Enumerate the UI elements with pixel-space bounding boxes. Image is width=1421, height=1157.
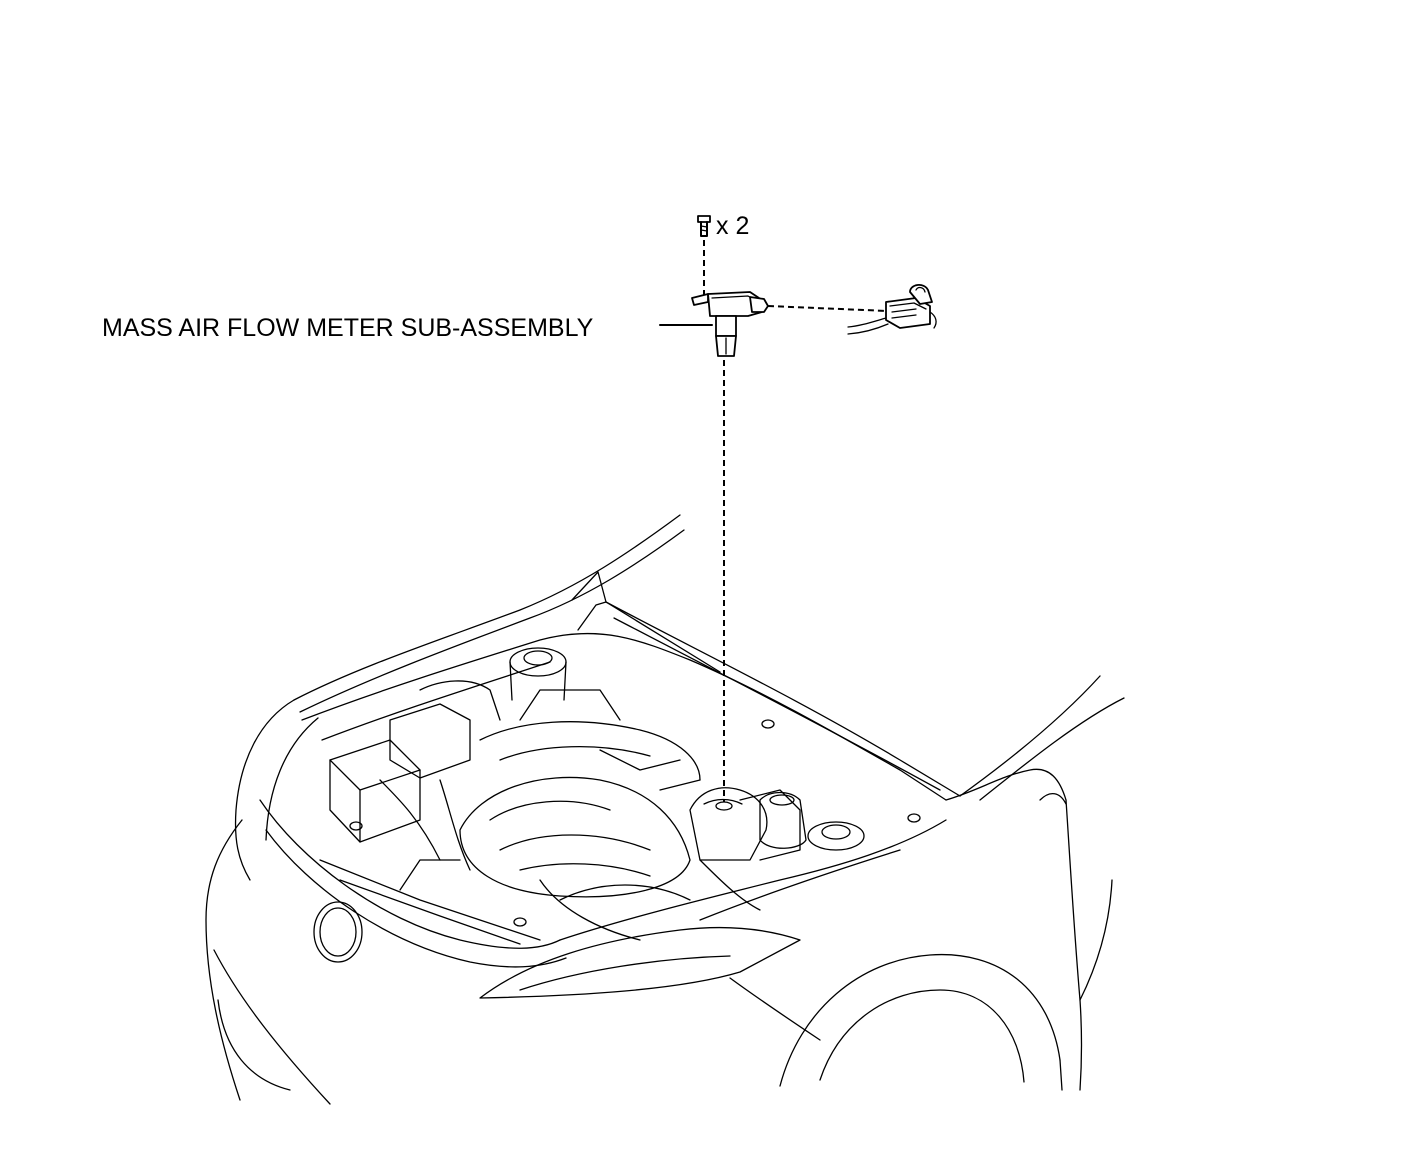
- bolt-icon: [697, 215, 711, 237]
- wire-harness-connector-icon: [847, 284, 937, 335]
- vehicle-engine-bay-illustration: [205, 514, 1125, 1105]
- connector-alignment-dashed-line: [767, 305, 889, 312]
- mass-air-flow-meter-icon: [691, 291, 769, 357]
- bolt-count-label: x 2: [716, 212, 749, 240]
- part-label: MASS AIR FLOW METER SUB-ASSEMBLY: [102, 314, 594, 342]
